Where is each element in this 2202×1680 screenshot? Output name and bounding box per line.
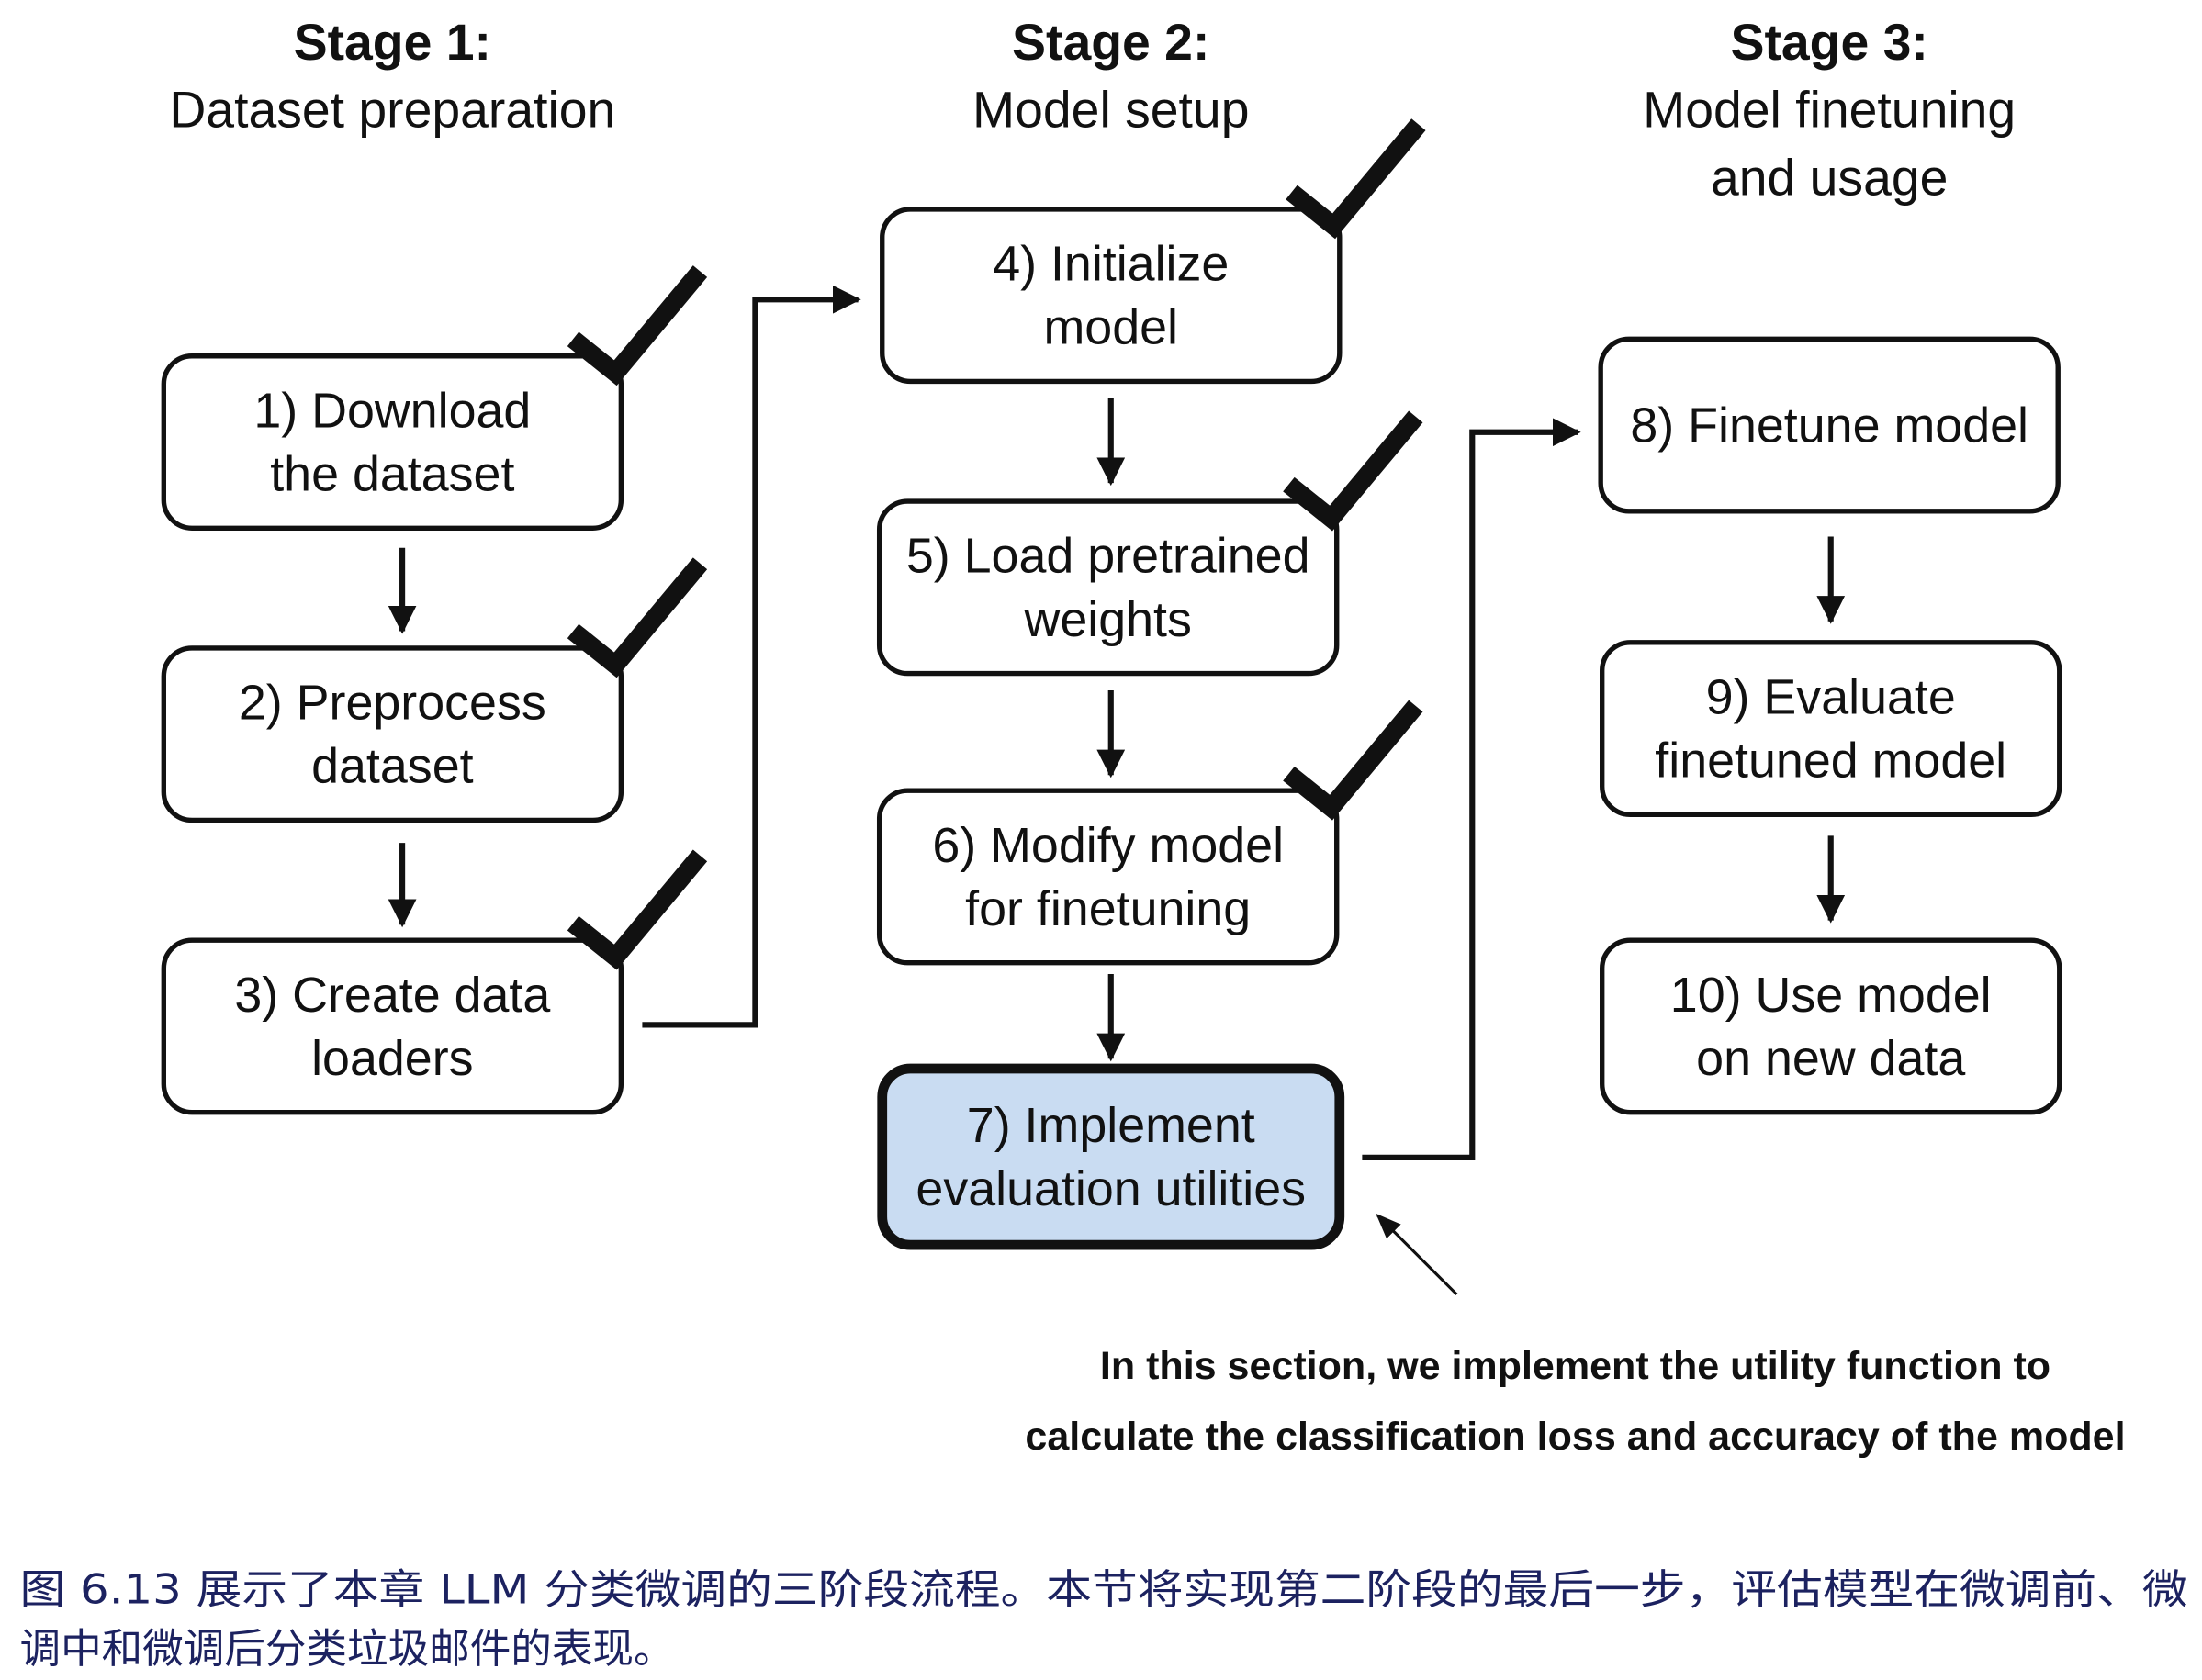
step-label: evaluation utilities [916,1161,1306,1216]
step-box-frame [161,937,624,1115]
checkmark-icon [567,557,708,678]
arrow-3-4 [642,285,861,1028]
step-label: loaders [311,1031,473,1086]
step-box-frame [877,1063,1345,1250]
flow-arrows [388,285,1846,1296]
step-box-frame [1600,937,2062,1115]
step-box-frame [880,207,1343,385]
step-label: 4) Initialize [993,237,1229,292]
step-label: weights [1023,592,1191,647]
step-label: 5) Load pretrained [906,529,1310,584]
step-box-3: 3) Create data loaders [161,849,708,1115]
stage-subtitle: Model setup [972,82,1249,139]
stage-subtitle: Model finetuning [1643,82,2016,139]
step-label: 1) Download [253,383,531,438]
step-label: 2) Preprocess [239,676,546,731]
step-box-frame [876,498,1340,677]
stage-3-header: Stage 3: Model finetuning and usage [1643,14,2016,207]
step-box-7: 7) Implement evaluation utilities [877,1063,1345,1250]
step-box-frame [1598,336,2061,514]
annotation-line: In this section, we implement the utilit… [1100,1344,2050,1388]
step-label: the dataset [270,447,514,502]
step-label: finetuned model [1655,734,2006,789]
step-box-2: 2) Preprocess dataset [161,557,708,823]
caption-line: 调中和微调后分类垃圾邮件的表现。 [20,1625,675,1673]
step-label: 9) Evaluate [1706,669,1956,724]
step-box-8: 8) Finetune model [1598,336,2061,514]
step-box-frame [161,645,624,823]
stage-subtitle: and usage [1711,150,1948,207]
step-box-1: 1) Download the dataset [161,265,708,531]
stage-subtitle: Dataset preparation [169,82,615,139]
stage-2-header: Stage 2: Model setup [972,14,1249,139]
step-box-4: 4) Initialize model [880,118,1426,385]
annotation-pointer-arrow [1376,1213,1458,1296]
step-label: 3) Create data [234,968,550,1023]
step-label: 10) Use model [1670,968,1992,1023]
step-label: for finetuning [965,881,1251,936]
step-label: on new data [1696,1031,1965,1086]
figure-caption: 图 6.13 展示了本章 LLM 分类微调的三阶段流程。本节将实现第二阶段的最后… [20,1566,2188,1674]
step-box-frame [1600,640,2062,818]
stage-title: Stage 3: [1731,14,1928,71]
checkmark-icon [567,849,708,970]
arrow-7-8 [1362,418,1581,1160]
step-label: 6) Modify model [932,818,1284,873]
step-label: model [1043,300,1178,355]
stage-1-header: Stage 1: Dataset preparation [169,14,615,139]
step-box-frame [876,788,1340,966]
step-label: dataset [311,739,474,794]
stage-title: Stage 1: [294,14,491,71]
step-box-6: 6) Modify model for finetuning [876,700,1423,966]
step-label: 8) Finetune model [1630,398,2028,454]
step-box-10: 10) Use model on new data [1600,937,2062,1115]
checkmark-icon [1283,700,1423,821]
step-box-9: 9) Evaluate finetuned model [1600,640,2062,818]
caption-line: 图 6.13 展示了本章 LLM 分类微调的三阶段流程。本节将实现第二阶段的最后… [20,1566,2188,1614]
stage-title: Stage 2: [1012,14,1209,71]
checkmark-icon [1283,410,1423,532]
checkmark-icon [1286,118,1426,240]
step-label: 7) Implement [967,1098,1255,1153]
step-box-5: 5) Load pretrained weights [876,410,1423,677]
annotation-line: calculate the classification loss and ac… [1025,1415,2125,1459]
annotation: In this section, we implement the utilit… [1025,1344,2125,1459]
checkmark-icon [567,265,708,386]
step-box-frame [161,353,624,531]
